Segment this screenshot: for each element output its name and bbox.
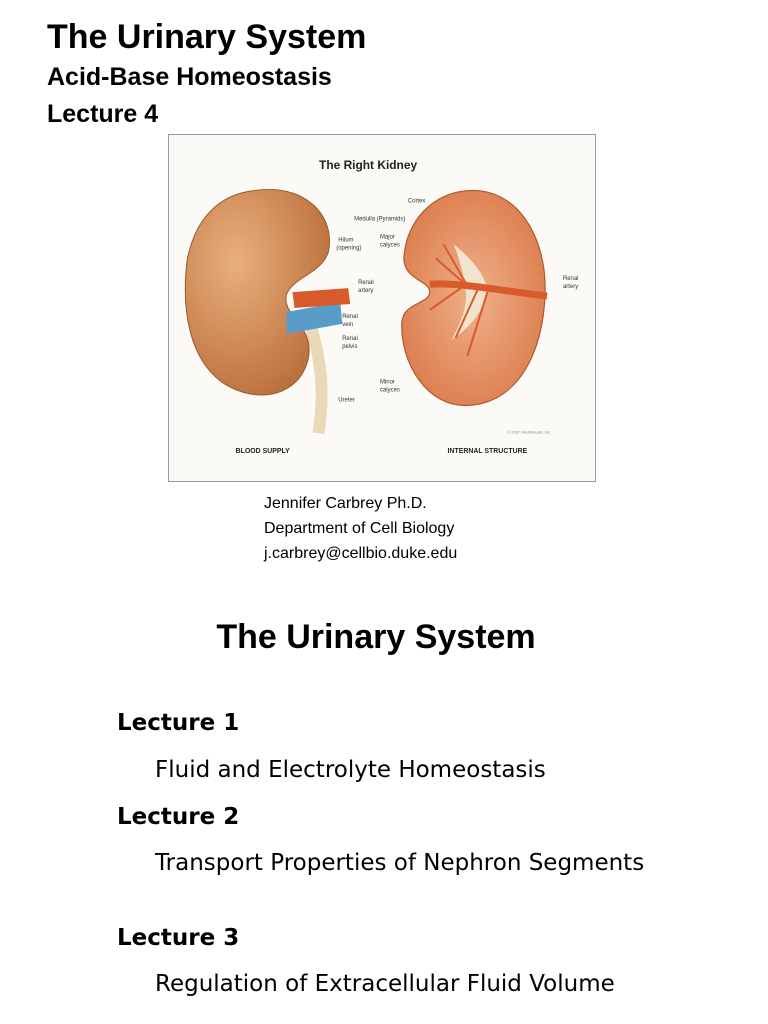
label-major-calyces-1: Major [380,234,395,240]
caption-internal-structure: INTERNAL STRUCTURE [448,448,528,455]
lecture-2-label: Lecture 2 [117,804,240,830]
kidney-figure: The Right Kidney Hilum (opening) Renal a… [168,134,596,482]
header-lecture: Lecture 4 [47,100,159,128]
label-renal-artery-r-1: Renal [563,276,579,282]
label-renal-artery-1: Renal [358,280,374,286]
lecture-3-label: Lecture 3 [117,925,240,951]
label-hilum-2: (opening) [336,245,361,251]
author-department: Department of Cell Biology [264,520,455,537]
header-title: The Urinary System [47,18,367,56]
lecture-2-desc: Transport Properties of Nephron Segments [155,850,645,876]
right-artery-shape [429,280,548,300]
caption-blood-supply: BLOOD SUPPLY [236,448,290,455]
label-hilum-1: Hilum [338,237,353,243]
figure-copyright: © 2007 MediVisuals, Inc. [507,429,551,434]
renal-vein-shape [286,302,343,334]
lecture-3-desc: Regulation of Extracellular Fluid Volume [155,971,615,997]
label-renal-artery-2: artery [358,288,373,294]
author-block: Jennifer Carbrey Ph.D. Department of Cel… [264,491,457,566]
renal-artery-shape [292,288,351,308]
section-title: The Urinary System [216,618,536,656]
label-medulla: Medulla (Pyramids) [354,217,405,223]
label-ureter: Ureter [338,397,355,403]
left-kidney-shape [184,189,330,396]
author-email: j.carbrey@cellbio.duke.edu [264,545,458,562]
label-renal-pelvis-1: Renal [342,336,358,342]
label-cortex: Cortex [408,199,426,205]
label-renal-pelvis-2: pelvis [342,344,357,350]
renal-pelvis-shape [451,244,488,340]
label-minor-calyces-2: calyces [380,388,400,394]
header-subtitle: Acid-Base Homeostasis [47,63,332,91]
lecture-1-label: Lecture 1 [117,710,240,736]
author-name: Jennifer Carbrey Ph.D. [264,495,427,512]
ureter-shape [304,322,328,435]
label-renal-vein-1: Renal [342,314,358,320]
label-major-calyces-2: calyces [380,242,400,248]
lecture-1-desc: Fluid and Electrolyte Homeostasis [155,757,546,783]
kidney-illustration: The Right Kidney Hilum (opening) Renal a… [184,158,579,455]
figure-title: The Right Kidney [319,158,417,172]
right-artery-branches [429,243,489,357]
label-minor-calyces-1: Minor [380,380,395,386]
label-renal-vein-2: vein [342,322,353,328]
label-renal-artery-r-2: artery [563,284,578,290]
